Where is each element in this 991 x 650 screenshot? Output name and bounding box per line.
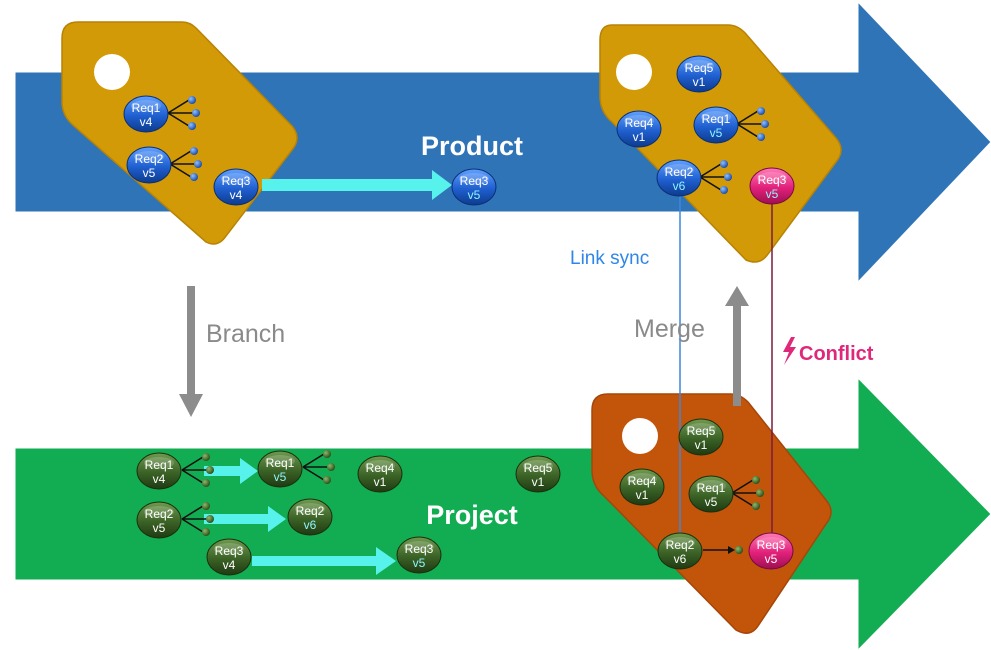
flow-arrows xyxy=(204,170,452,575)
conflict-label: Conflict xyxy=(799,343,874,365)
requirement-name: Req3 xyxy=(215,544,244,558)
requirement-name: Req2 xyxy=(296,504,325,518)
lightning-bolt-icon xyxy=(783,337,796,365)
requirement-name: Req5 xyxy=(524,461,553,475)
requirement-version: v1 xyxy=(636,488,649,502)
merge-label: Merge xyxy=(634,315,705,343)
requirement-name: Req4 xyxy=(628,474,657,488)
requirement-version: v4 xyxy=(223,558,236,572)
requirement-version: v5 xyxy=(153,521,166,535)
flow-arrow-req2-project xyxy=(204,506,286,532)
link-fan xyxy=(181,502,214,536)
requirement-name: Req2 xyxy=(666,538,695,552)
conflict-label-group: Conflict xyxy=(783,337,874,365)
merge-arrow xyxy=(725,286,749,406)
requirement-version: v5 xyxy=(274,470,287,484)
requirement-version: v1 xyxy=(695,438,708,452)
requirement-version: v4 xyxy=(230,188,243,202)
branch-label: Branch xyxy=(206,320,285,348)
link-fans xyxy=(167,96,769,554)
requirement-name: Req4 xyxy=(625,116,654,130)
link-fan xyxy=(181,453,214,487)
requirement-name: Req5 xyxy=(687,424,716,438)
requirement-version: v1 xyxy=(633,130,646,144)
requirement-version: v6 xyxy=(674,552,687,566)
requirement-name: Req4 xyxy=(366,461,395,475)
requirement-version: v1 xyxy=(693,75,706,89)
link-fan xyxy=(169,147,202,181)
flow-arrow-req3-project xyxy=(252,547,396,575)
link-fan xyxy=(699,160,732,194)
requirement-version: v5 xyxy=(468,188,481,202)
requirement-name: Req3 xyxy=(460,174,489,188)
link-fan xyxy=(167,96,200,130)
requirement-name: Req1 xyxy=(702,112,731,126)
link-fan xyxy=(731,476,764,510)
requirement-name: Req3 xyxy=(757,538,786,552)
tag-hole xyxy=(94,54,130,90)
requirement-name: Req2 xyxy=(135,152,164,166)
requirement-version: v1 xyxy=(374,475,387,489)
requirement-name: Req1 xyxy=(145,458,174,472)
requirement-name: Req3 xyxy=(758,173,787,187)
requirement-version: v5 xyxy=(710,126,723,140)
project-lane-label: Project xyxy=(426,500,518,530)
requirement-name: Req1 xyxy=(266,456,295,470)
requirement-name: Req2 xyxy=(145,507,174,521)
requirement-nodes: Req1v4Req2v5Req3v4Req3v5Req5v1Req4v1Req1… xyxy=(123,55,795,576)
requirement-version: v4 xyxy=(140,115,153,129)
requirement-version: v5 xyxy=(766,187,779,201)
requirement-name: Req3 xyxy=(405,542,434,556)
requirement-version: v1 xyxy=(532,475,545,489)
requirement-version: v6 xyxy=(304,518,317,532)
requirement-name: Req5 xyxy=(685,61,714,75)
link-fan xyxy=(736,107,769,141)
requirement-version: v5 xyxy=(143,166,156,180)
tag-hole xyxy=(622,418,658,454)
product-lane-label: Product xyxy=(421,131,523,161)
requirement-name: Req1 xyxy=(697,481,726,495)
project-lane-arrow xyxy=(14,376,991,650)
tag-hole xyxy=(616,54,652,90)
flow-arrow-req3-product xyxy=(262,170,452,200)
link-fan xyxy=(302,450,335,484)
requirement-version: v5 xyxy=(413,556,426,570)
requirement-version: v6 xyxy=(673,179,686,193)
requirement-version: v5 xyxy=(705,495,718,509)
link-connector xyxy=(703,546,743,554)
link-sync-label: Link sync xyxy=(570,248,649,269)
requirement-name: Req1 xyxy=(132,101,161,115)
requirement-version: v4 xyxy=(153,472,166,486)
flow-arrow-req1-project xyxy=(204,458,258,484)
requirement-name: Req2 xyxy=(665,165,694,179)
requirement-version: v5 xyxy=(765,552,778,566)
branch-arrow xyxy=(179,286,203,417)
requirement-name: Req3 xyxy=(222,174,251,188)
